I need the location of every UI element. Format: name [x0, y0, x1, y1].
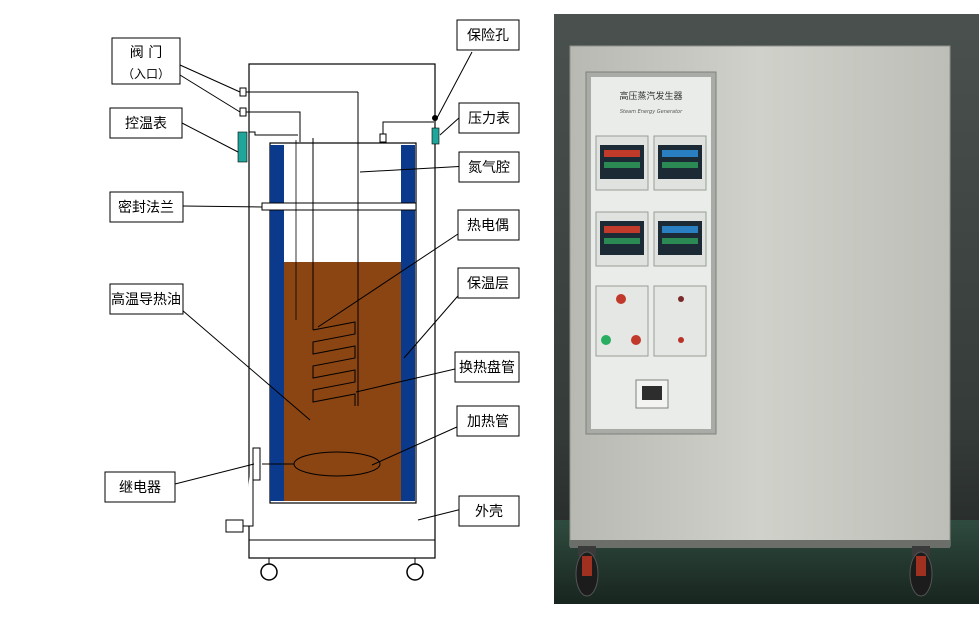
safety-hole-dot	[432, 115, 438, 121]
inlet-pipe	[239, 87, 358, 142]
thermocouple-label: 热电偶	[467, 218, 509, 234]
valve-label: 阀 门	[130, 45, 162, 61]
panel-subtitle: Steam Energy Generator	[620, 109, 683, 115]
indicator-light-red-2	[678, 337, 684, 343]
circuit-breaker-switch	[642, 386, 662, 400]
equipment-photo: 高压蒸汽发生器 Steam Energy Generator	[554, 14, 979, 604]
safety-hole-label: 保险孔	[467, 28, 509, 44]
seal-flange-label: 密封法兰	[118, 199, 174, 216]
pressure-pipe	[379, 121, 434, 143]
wheel-left	[260, 563, 278, 581]
label-boxes	[104, 19, 520, 527]
wheel-right	[406, 563, 424, 581]
indicator-light-red	[616, 294, 626, 304]
temp-controller-box	[237, 131, 248, 163]
heat-exchange-coil	[312, 92, 359, 406]
pressure-gauge-label: 压力表	[468, 111, 510, 127]
bottom-outlet	[225, 450, 254, 533]
indicator-light-small	[678, 296, 684, 302]
display-modules	[595, 135, 707, 267]
heating-tube-label: 加热管	[467, 414, 509, 430]
cabinet-shadow	[570, 540, 950, 548]
start-button-green	[601, 335, 611, 345]
oil-body	[284, 262, 401, 501]
heat-exchange-coil-label: 换热盘管	[459, 359, 515, 376]
leader-lines	[174, 51, 473, 521]
schematic-diagram: 阀 门 （入口） 控温表 保险孔 压力表 氮气腔 密封法兰 热电偶 保温层 高温…	[104, 19, 520, 581]
temp-controller-pipe	[249, 131, 298, 136]
temp-controller-label: 控温表	[125, 116, 167, 132]
insulation-right	[401, 145, 415, 501]
outer-shell-frame	[248, 63, 436, 559]
relay-box	[252, 447, 261, 481]
seal-flange	[261, 202, 417, 211]
valve-inlet-label: （入口）	[122, 67, 170, 81]
caster-wheels	[575, 546, 933, 597]
insulation-left	[270, 145, 284, 501]
nitrogen-chamber-label: 氮气腔	[468, 160, 510, 176]
heat-oil-label: 高温导热油	[111, 291, 181, 308]
panel-title: 高压蒸汽发生器	[619, 90, 682, 102]
insulation-layer-label: 保温层	[467, 276, 509, 292]
stop-button-red	[631, 335, 641, 345]
outer-shell-label: 外壳	[475, 503, 503, 520]
relay-label: 继电器	[119, 480, 161, 496]
pressure-gauge-box	[431, 127, 440, 145]
